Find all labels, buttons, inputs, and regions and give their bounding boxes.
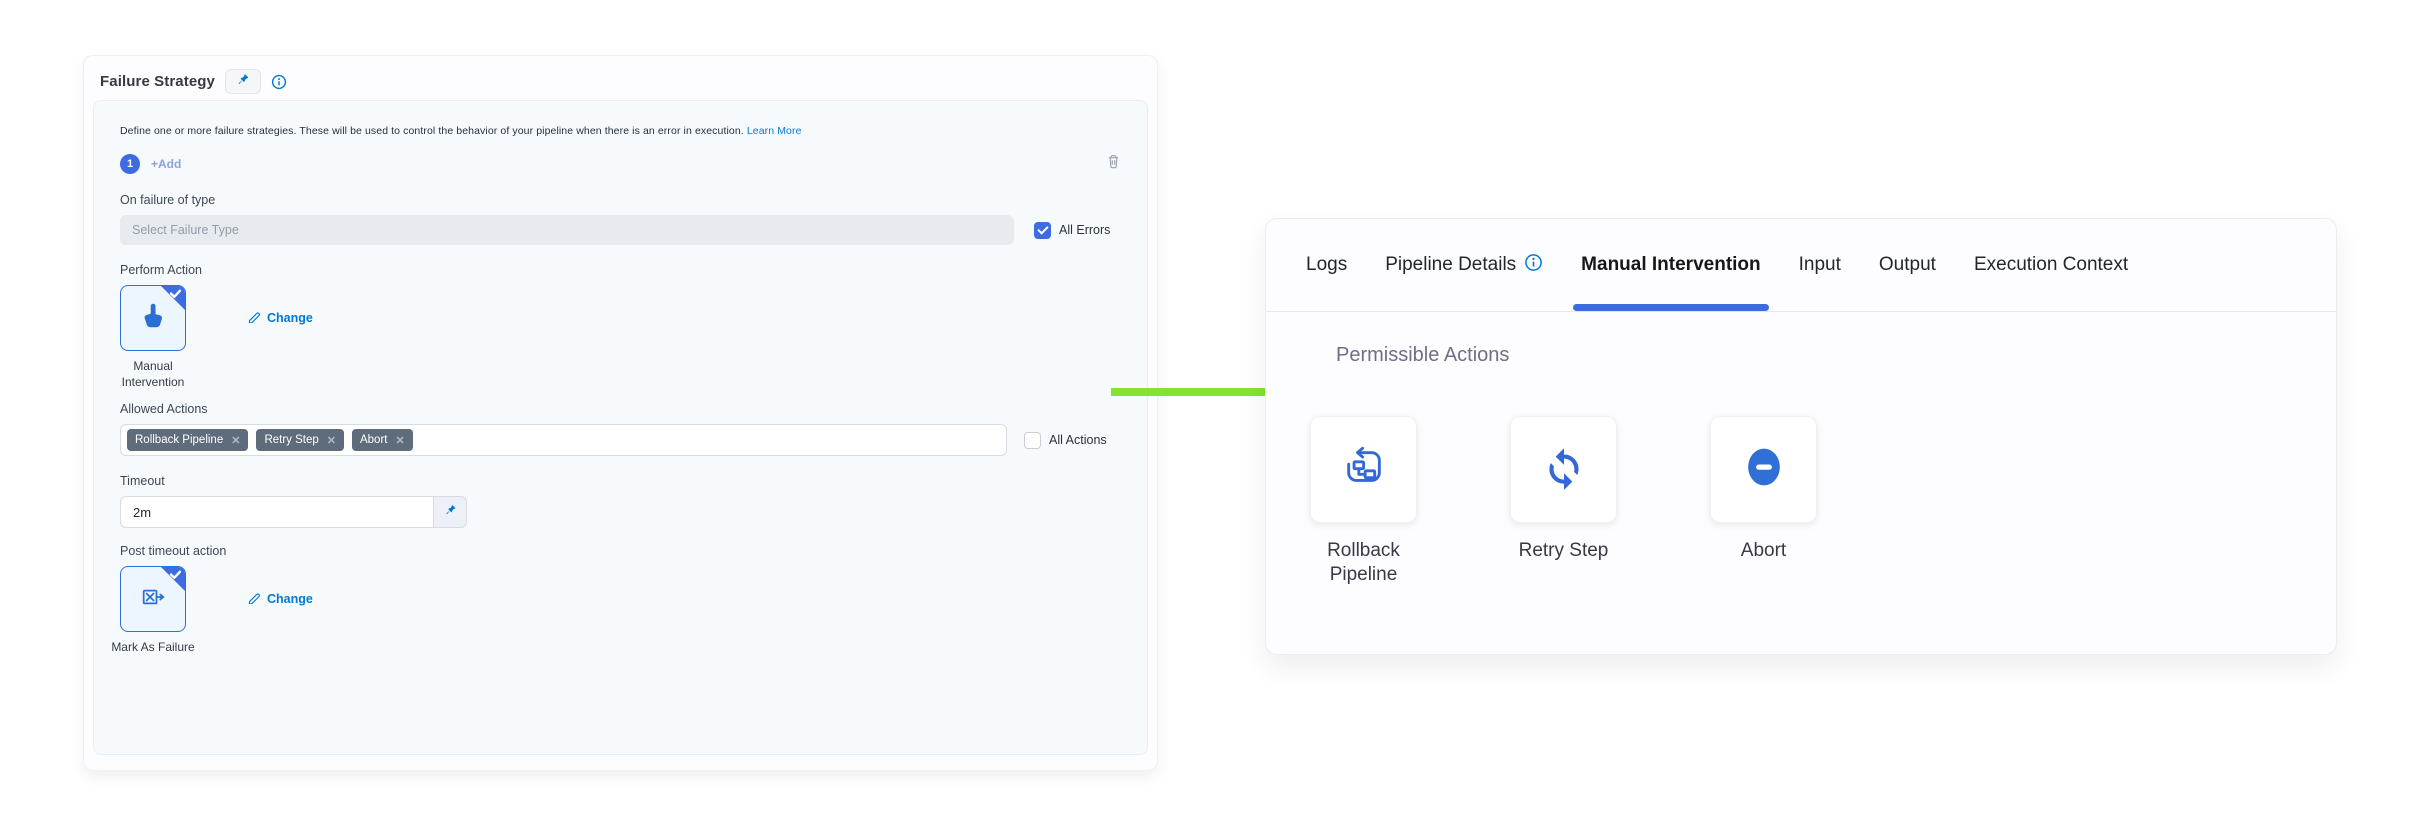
timeout-label: Timeout: [120, 474, 165, 489]
perform-action-label: Perform Action: [120, 263, 202, 277]
failure-strategy-header: Failure Strategy: [84, 56, 1157, 94]
change-post-timeout-button[interactable]: Change: [247, 590, 313, 607]
perform-action-value: Manual Intervention: [121, 359, 185, 390]
post-timeout-value: Mark As Failure: [111, 640, 195, 655]
failure-type-label: On failure of type: [120, 193, 216, 207]
learn-more-link[interactable]: Learn More: [746, 125, 802, 137]
mark-as-failure-card[interactable]: [120, 566, 186, 633]
failure-strategy-title: Failure Strategy: [100, 73, 215, 90]
selected-check-icon: [159, 567, 185, 598]
hand-pointer-icon: [137, 300, 169, 337]
allowed-actions-input[interactable]: Rollback Pipeline ✕ Retry Step ✕ Abort ✕: [120, 424, 1007, 457]
timeout-pin-button[interactable]: [433, 496, 467, 529]
post-timeout-label: Post timeout action: [120, 544, 227, 559]
failure-strategy-form: Define one or more failure strategies. T…: [93, 100, 1148, 755]
tab-output[interactable]: Output: [1878, 254, 1936, 275]
all-errors-label: All Errors: [1059, 223, 1111, 237]
action-label-abort: Abort: [1740, 540, 1787, 561]
tab-input[interactable]: Input: [1798, 254, 1841, 275]
selected-check-icon: [159, 286, 185, 317]
execution-detail-panel: Logs Pipeline Details Manual Interventio…: [1265, 218, 2337, 655]
action-card-retry-step[interactable]: [1510, 416, 1617, 523]
description-text: Define one or more failure strategies. T…: [120, 125, 802, 137]
tab-logs[interactable]: Logs: [1306, 254, 1348, 275]
all-errors-checkbox[interactable]: [1034, 221, 1051, 239]
info-icon: [1524, 253, 1543, 278]
tab-execution-context[interactable]: Execution Context: [1973, 254, 2129, 275]
add-strategy-button[interactable]: +Add: [151, 157, 182, 171]
action-card-rollback-pipeline[interactable]: [1310, 416, 1417, 523]
tag-retry-step[interactable]: Retry Step ✕: [256, 429, 344, 452]
pin-button[interactable]: [224, 69, 261, 94]
pencil-icon: [247, 590, 261, 607]
tag-rollback-pipeline[interactable]: Rollback Pipeline ✕: [127, 429, 249, 452]
remove-icon[interactable]: ✕: [395, 434, 405, 447]
tab-bar: Logs Pipeline Details Manual Interventio…: [1266, 219, 2336, 312]
pin-icon: [235, 72, 250, 92]
all-actions-label: All Actions: [1049, 433, 1107, 448]
abort-icon: [1739, 442, 1789, 497]
action-card-abort[interactable]: [1710, 416, 1817, 523]
permissible-actions-heading: Permissible Actions: [1336, 344, 1510, 366]
rollback-pipeline-icon: [1341, 444, 1387, 495]
failure-type-select[interactable]: [120, 215, 1014, 245]
delete-strategy-button[interactable]: [1106, 153, 1121, 175]
trash-icon: [1106, 153, 1121, 175]
action-label-rollback-pipeline: Rollback Pipeline: [1327, 540, 1400, 585]
all-actions-checkbox[interactable]: [1024, 431, 1041, 449]
remove-icon[interactable]: ✕: [326, 434, 336, 447]
action-label-retry-step: Retry Step: [1518, 540, 1609, 561]
manual-intervention-card[interactable]: [120, 285, 186, 351]
remove-icon[interactable]: ✕: [231, 434, 241, 447]
tab-pipeline-details[interactable]: Pipeline Details: [1385, 219, 1543, 311]
timeout-input[interactable]: [120, 496, 433, 529]
tab-manual-intervention[interactable]: Manual Intervention: [1573, 219, 1770, 311]
mark-as-failure-icon: [138, 583, 168, 616]
pin-icon: [443, 503, 457, 522]
info-icon[interactable]: [271, 74, 287, 90]
allowed-actions-label: Allowed Actions: [120, 402, 208, 417]
tag-abort[interactable]: Abort ✕: [351, 429, 413, 452]
pencil-icon: [247, 309, 261, 326]
failure-strategy-panel: Failure Strategy Define one or more fail…: [83, 55, 1158, 771]
strategy-index-badge[interactable]: 1: [120, 154, 140, 174]
retry-icon: [1539, 442, 1589, 497]
change-action-button[interactable]: Change: [247, 309, 313, 326]
